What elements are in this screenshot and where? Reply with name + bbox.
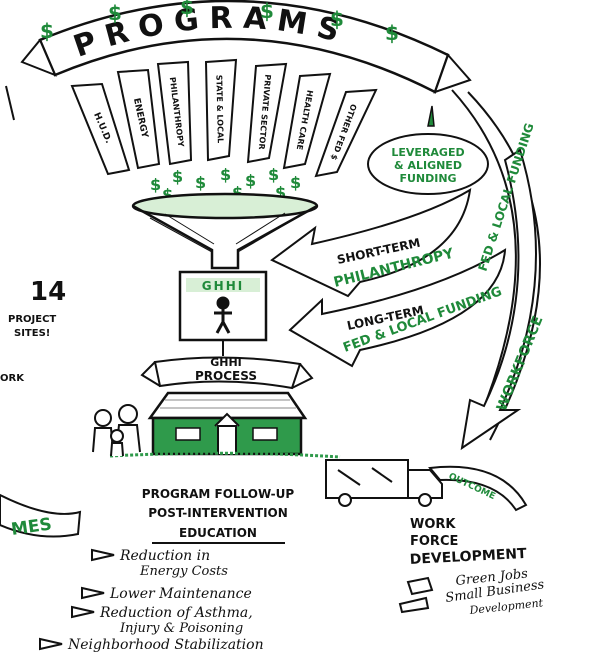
follow-up-line1: PROGRAM FOLLOW-UP <box>142 487 295 501</box>
ghhi-box-label: GHHI <box>202 279 244 293</box>
sites-count: 14 <box>30 277 66 307</box>
flow-arrow <box>467 91 541 441</box>
program-column <box>314 88 378 178</box>
leveraged-funding-bubble: LEVERAGED & ALIGNED FUNDING <box>367 105 489 195</box>
program-label: STATE & LOCAL <box>214 75 224 144</box>
svg-text:$: $ <box>232 183 243 202</box>
ghhi-process-banner: GHHI PROCESS <box>140 356 314 390</box>
svg-text:$: $ <box>162 185 173 204</box>
flow-arrow <box>451 89 517 441</box>
program-column <box>70 82 131 176</box>
family-icon <box>92 404 141 457</box>
outcome-arrow: OUTCOME <box>428 465 528 512</box>
wfd-line3: DEVELOPMENT <box>409 546 527 568</box>
leveraged-line3: FUNDING <box>399 172 456 185</box>
svg-text:$: $ <box>260 0 274 23</box>
dollar-sign-icon: $ $ $ $ $ $ <box>40 0 399 45</box>
house-icon <box>109 391 341 459</box>
dollar-sign-icon: $$$$ $$$$ $$ <box>150 165 301 204</box>
ghhi-box: GHHI <box>178 270 268 342</box>
wfd-line1: WORK <box>410 517 456 532</box>
outcome-line1: Reduction in <box>119 548 210 564</box>
ghhi-process-line1: GHHI <box>210 356 242 369</box>
sites-line2: SITES! <box>14 328 50 339</box>
svg-text:$: $ <box>268 165 279 184</box>
svg-text:$: $ <box>108 1 122 25</box>
svg-text:$: $ <box>150 175 161 194</box>
svg-text:$: $ <box>385 21 399 45</box>
programs-banner: PROGRAMS <box>20 0 472 94</box>
truck-icon <box>325 459 443 507</box>
svg-text:$: $ <box>330 7 344 31</box>
leveraged-line2: & ALIGNED <box>394 159 462 172</box>
outcome-line2: Injury & Poisoning <box>119 621 243 636</box>
project-sites: 14 PROJECT SITES! ORK <box>0 277 66 384</box>
svg-text:$: $ <box>172 167 183 186</box>
left-fragment-work: ORK <box>0 373 25 384</box>
tools-icon <box>398 576 434 614</box>
arrow-bullet-icon <box>81 586 105 600</box>
svg-text:$: $ <box>275 183 286 202</box>
svg-text:$: $ <box>290 173 301 192</box>
leveraged-line1: LEVERAGED <box>391 146 464 159</box>
wfd-line2: FORCE <box>410 534 458 549</box>
program-column <box>204 58 238 162</box>
outcome-line1: Lower Maintenance <box>109 586 252 602</box>
svg-text:$: $ <box>195 173 206 192</box>
funnel-icon <box>131 192 319 270</box>
follow-up-line3: EDUCATION <box>179 526 257 540</box>
outcome-line2: Energy Costs <box>139 564 228 579</box>
follow-up-line2: POST-INTERVENTION <box>148 506 288 520</box>
workforce-development: WORK FORCE DEVELOPMENT Green Jobs Small … <box>398 517 546 617</box>
outcome-line1: Reduction of Asthma, <box>99 605 253 621</box>
program-column <box>246 62 288 164</box>
svg-text:$: $ <box>40 19 54 43</box>
left-outcomes-arrow: MES <box>0 493 82 540</box>
border-stroke <box>5 85 15 121</box>
follow-up-block: PROGRAM FOLLOW-UP POST-INTERVENTION EDUC… <box>142 487 295 544</box>
program-column <box>116 68 161 170</box>
arrow-bullet-icon <box>39 637 63 651</box>
program-column <box>282 72 332 170</box>
arrow-bullet-icon <box>91 548 115 562</box>
person-icon <box>214 296 232 334</box>
sites-line1: PROJECT <box>8 314 56 325</box>
svg-text:$: $ <box>220 165 231 184</box>
program-column <box>156 60 193 166</box>
outcome-line1: Neighborhood Stabilization <box>67 637 264 653</box>
ghhi-process-line2: PROCESS <box>195 369 257 383</box>
svg-text:$: $ <box>245 171 256 190</box>
svg-text:$: $ <box>180 0 194 19</box>
arrow-bullet-icon <box>71 605 95 619</box>
